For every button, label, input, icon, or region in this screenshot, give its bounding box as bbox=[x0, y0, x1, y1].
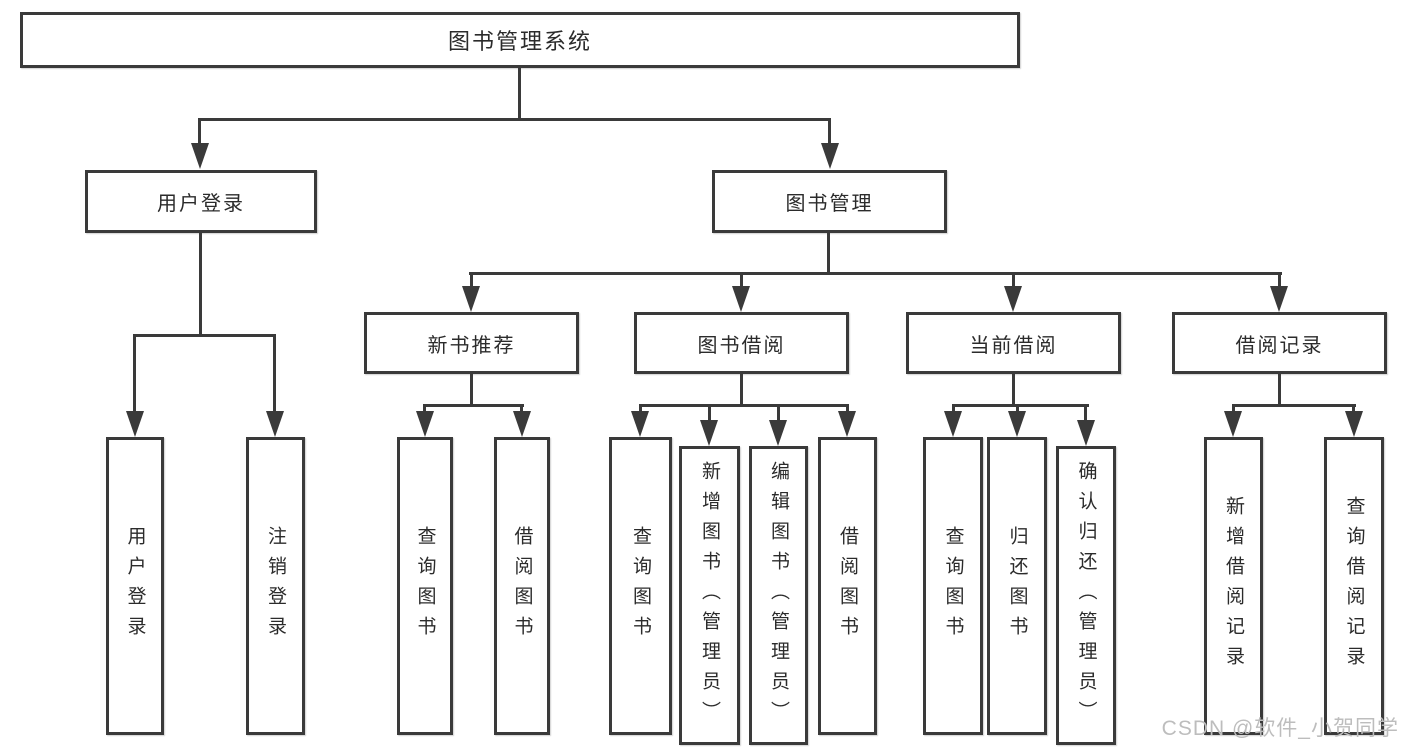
connector-vline bbox=[1084, 404, 1087, 422]
arrowhead-down-icon bbox=[191, 143, 209, 169]
leaf-user-login-label: 用户登录 bbox=[124, 526, 146, 646]
csdn-watermark: CSDN @软件_小贺同学 bbox=[1161, 717, 1399, 740]
connector-vline bbox=[520, 404, 523, 415]
leaf-bb-edit-books: 编辑图书（管理员） bbox=[749, 446, 808, 745]
leaf-logout-label: 注销登录 bbox=[265, 526, 286, 646]
node-borrowing-records: 借阅记录 bbox=[1172, 312, 1387, 374]
leaf-cb-return-books: 归还图书 bbox=[987, 437, 1047, 735]
leaf-cb-confirm-return-label: 确认归还（管理员） bbox=[1075, 460, 1097, 731]
leaf-bb-query-books: 查询图书 bbox=[609, 437, 672, 735]
leaf-logout: 注销登录 bbox=[246, 437, 305, 735]
connector-vline bbox=[133, 334, 136, 413]
connector-hline bbox=[1232, 404, 1356, 407]
leaf-cb-query-books-label: 查询图书 bbox=[942, 526, 964, 646]
arrowhead-down-icon bbox=[944, 411, 962, 437]
arrowhead-down-icon bbox=[1345, 411, 1363, 437]
leaf-user-login: 用户登录 bbox=[106, 437, 164, 735]
leaf-nb-query-books-label: 查询图书 bbox=[414, 526, 436, 646]
connector-vline bbox=[952, 404, 955, 415]
arrowhead-down-icon bbox=[769, 420, 787, 446]
connector-hline bbox=[133, 334, 276, 337]
leaf-nb-borrow-books: 借阅图书 bbox=[494, 437, 550, 735]
node-user-login-label: 用户登录 bbox=[157, 193, 245, 215]
node-current-borrowing: 当前借阅 bbox=[906, 312, 1121, 374]
arrowhead-down-icon bbox=[700, 420, 718, 446]
leaf-nb-borrow-books-label: 借阅图书 bbox=[511, 526, 533, 646]
connector-vline bbox=[470, 374, 473, 407]
arrowhead-down-icon bbox=[1270, 286, 1288, 312]
connector-vline bbox=[518, 68, 521, 121]
leaf-bb-edit-books-label: 编辑图书（管理员） bbox=[768, 460, 789, 731]
connector-vline bbox=[1278, 374, 1281, 407]
leaf-br-query-record: 查询借阅记录 bbox=[1324, 437, 1384, 735]
node-book-borrowing: 图书借阅 bbox=[634, 312, 849, 374]
node-user-login: 用户登录 bbox=[85, 170, 317, 233]
leaf-nb-query-books: 查询图书 bbox=[397, 437, 453, 735]
arrowhead-down-icon bbox=[821, 143, 839, 169]
leaf-bb-add-books-label: 新增图书（管理员） bbox=[699, 460, 720, 731]
node-current-borrowing-label: 当前借阅 bbox=[969, 334, 1058, 357]
node-new-book-recommend: 新书推荐 bbox=[364, 312, 579, 374]
connector-vline bbox=[708, 404, 711, 422]
connector-hline bbox=[469, 272, 1282, 275]
arrowhead-down-icon bbox=[838, 411, 856, 437]
node-book-borrowing-label: 图书借阅 bbox=[697, 334, 786, 357]
arrowhead-down-icon bbox=[416, 411, 434, 437]
connector-vline bbox=[777, 404, 780, 422]
connector-hline bbox=[952, 404, 1089, 407]
connector-vline bbox=[199, 233, 202, 336]
leaf-br-add-record: 新增借阅记录 bbox=[1204, 437, 1263, 735]
arrowhead-down-icon bbox=[266, 411, 284, 437]
connector-vline bbox=[639, 404, 642, 415]
arrowhead-down-icon bbox=[462, 286, 480, 312]
connector-vline bbox=[273, 334, 276, 413]
arrowhead-down-icon bbox=[1004, 286, 1022, 312]
leaf-bb-query-books-label: 查询图书 bbox=[630, 526, 651, 646]
connector-vline bbox=[1012, 272, 1015, 288]
leaf-bb-borrow-books-label: 借阅图书 bbox=[837, 526, 858, 646]
arrowhead-down-icon bbox=[1008, 411, 1026, 437]
connector-vline bbox=[1232, 404, 1235, 415]
leaf-bb-borrow-books: 借阅图书 bbox=[818, 437, 877, 735]
node-root: 图书管理系统 bbox=[20, 12, 1020, 68]
leaf-br-add-record-label: 新增借阅记录 bbox=[1223, 496, 1244, 676]
arrowhead-down-icon bbox=[1077, 420, 1095, 446]
arrowhead-down-icon bbox=[126, 411, 144, 437]
connector-vline bbox=[1352, 404, 1355, 415]
node-borrowing-records-label: 借阅记录 bbox=[1235, 334, 1324, 357]
connector-vline bbox=[740, 272, 743, 288]
connector-vline bbox=[1016, 404, 1019, 415]
leaf-cb-return-books-label: 归还图书 bbox=[1006, 526, 1028, 646]
connector-hline bbox=[198, 118, 831, 121]
arrowhead-down-icon bbox=[732, 286, 750, 312]
connector-hline bbox=[639, 404, 849, 407]
connector-vline bbox=[1012, 374, 1015, 407]
leaf-cb-confirm-return: 确认归还（管理员） bbox=[1056, 446, 1116, 745]
leaf-bb-add-books: 新增图书（管理员） bbox=[679, 446, 740, 745]
node-book-management-label: 图书管理 bbox=[785, 193, 874, 215]
connector-vline bbox=[198, 118, 201, 144]
connector-vline bbox=[740, 374, 743, 407]
node-root-label: 图书管理系统 bbox=[447, 29, 592, 54]
node-book-management: 图书管理 bbox=[712, 170, 947, 233]
node-new-book-recommend-label: 新书推荐 bbox=[427, 334, 516, 357]
connector-vline bbox=[827, 233, 830, 275]
connector-vline bbox=[846, 404, 849, 415]
connector-vline bbox=[828, 118, 831, 144]
arrowhead-down-icon bbox=[513, 411, 531, 437]
connector-vline bbox=[423, 404, 426, 415]
arrowhead-down-icon bbox=[1224, 411, 1242, 437]
leaf-br-query-record-label: 查询借阅记录 bbox=[1343, 496, 1365, 676]
leaf-cb-query-books: 查询图书 bbox=[923, 437, 983, 735]
connector-vline bbox=[1278, 272, 1281, 288]
connector-hline bbox=[423, 404, 524, 407]
arrowhead-down-icon bbox=[631, 411, 649, 437]
connector-vline bbox=[470, 272, 473, 288]
